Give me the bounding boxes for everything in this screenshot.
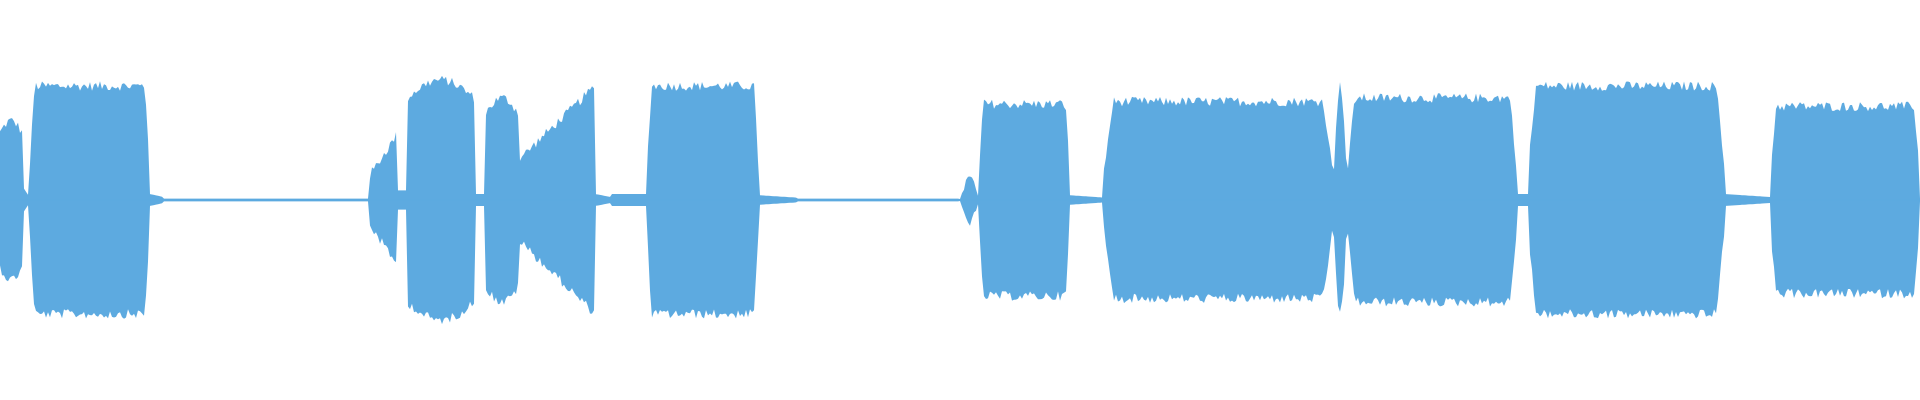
waveform-shape [0,75,1920,325]
